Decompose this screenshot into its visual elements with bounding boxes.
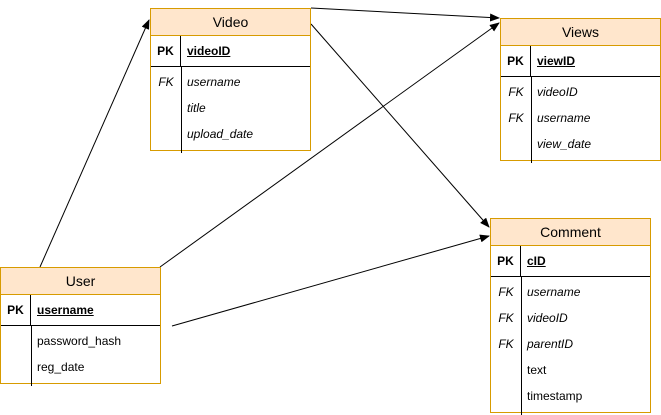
entity-comment[interactable]: Comment PK cID FK username FK videoID FK…: [490, 218, 651, 415]
field-row: text: [491, 357, 650, 383]
fk-label: FK: [498, 285, 514, 299]
field-row: FK videoID: [501, 79, 660, 105]
entity-user-title: User: [1, 268, 160, 295]
field-username: username: [537, 111, 591, 125]
fk-label: FK: [498, 337, 514, 351]
field-parentid: parentID: [527, 337, 574, 351]
field-row: FK parentID: [491, 331, 650, 357]
field-password-hash: password_hash: [37, 334, 122, 348]
field-row: FK username: [151, 69, 310, 95]
pk-field-username: username: [37, 303, 94, 317]
pk-label: PK: [501, 46, 531, 76]
field-timestamp: timestamp: [527, 389, 583, 403]
pk-label: PK: [491, 246, 521, 276]
field-row: reg_date: [1, 354, 160, 380]
field-row: password_hash: [1, 328, 160, 354]
pk-field-cid: cID: [527, 254, 546, 268]
entity-user-primary-key-row: PK username: [1, 295, 160, 326]
entity-comment-primary-key-row: PK cID: [491, 246, 650, 277]
entity-views[interactable]: Views PK viewID FK videoID FK username v…: [500, 18, 661, 163]
pk-label: PK: [1, 295, 31, 325]
entity-video[interactable]: Video PK videoID FK username title uploa…: [150, 8, 311, 153]
connector-video-to-views[interactable]: [310, 7, 500, 22]
field-row: view_date: [501, 131, 660, 157]
pk-field-viewid: viewID: [537, 54, 576, 68]
fk-label: FK: [498, 311, 514, 325]
entity-views-title: Views: [501, 19, 660, 46]
field-row: FK username: [491, 279, 650, 305]
field-videoid: videoID: [527, 311, 568, 325]
fk-label: FK: [508, 111, 524, 125]
fk-label: FK: [158, 75, 174, 89]
field-username: username: [527, 285, 581, 299]
entity-video-primary-key-row: PK videoID: [151, 36, 310, 67]
connector-user-to-video[interactable]: [39, 19, 150, 268]
entity-comment-title: Comment: [491, 219, 650, 246]
connector-user-to-views[interactable]: [159, 22, 500, 268]
connector-user-to-comment[interactable]: [171, 234, 490, 327]
field-row: FK videoID: [491, 305, 650, 331]
field-row: title: [151, 95, 310, 121]
entity-video-title: Video: [151, 9, 310, 36]
field-username: username: [187, 75, 241, 89]
field-videoid: videoID: [537, 85, 578, 99]
entity-views-primary-key-row: PK viewID: [501, 46, 660, 77]
entity-user[interactable]: User PK username password_hash reg_date: [0, 267, 161, 386]
field-row: FK username: [501, 105, 660, 131]
pk-field-videoid: videoID: [187, 44, 231, 58]
field-upload-date: upload_date: [187, 127, 254, 141]
pk-label: PK: [151, 36, 181, 66]
field-title: title: [187, 101, 206, 115]
field-view-date: view_date: [537, 137, 592, 151]
fk-label: FK: [508, 85, 524, 99]
field-row: timestamp: [491, 383, 650, 409]
field-row: upload_date: [151, 121, 310, 147]
field-text: text: [527, 363, 547, 377]
connector-video-to-comment[interactable]: [310, 23, 490, 228]
field-reg-date: reg_date: [37, 360, 85, 374]
